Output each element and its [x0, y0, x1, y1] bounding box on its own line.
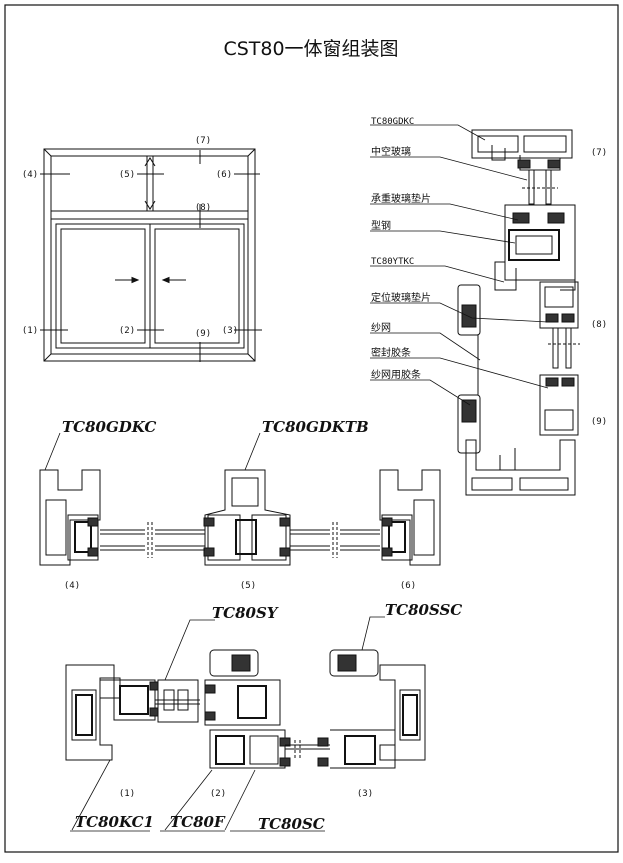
marker-7: (7) — [195, 136, 211, 146]
steel-reinforcement — [508, 229, 560, 261]
label-tc80kc1: TC80KC1 — [75, 813, 154, 831]
callout-steel-profile: 型钢 — [371, 219, 391, 232]
elevation-markers: (4) (5) (6) (7) (8) (1) (2) (3) (9) — [22, 136, 238, 339]
label-tc80f: TC80F — [170, 813, 226, 831]
callout-positioning-glass-shim: 定位玻璃垫片 — [371, 291, 431, 304]
section-marker-4: (4) — [64, 581, 80, 591]
marker-6: (6) — [216, 170, 232, 180]
sill-frame-profile — [465, 439, 576, 496]
window-elevation — [40, 148, 262, 362]
head-frame-profile — [471, 129, 573, 159]
top-section-labels: TC80GDKC TC80GDKTB (4) (5) (6) — [62, 418, 416, 591]
label-tc80gdktb: TC80GDKTB — [262, 418, 369, 436]
sash-top-profile — [539, 281, 579, 329]
callout-tc80ytkc: TC80YTKC — [371, 257, 414, 267]
transom — [50, 210, 249, 220]
label-tc80gdkc: TC80GDKC — [62, 418, 156, 436]
section-marker-2: (2) — [210, 789, 226, 799]
callout-sealing-strip: 密封胶条 — [371, 346, 411, 359]
section-marker-5: (5) — [240, 581, 256, 591]
marker-2: (2) — [119, 326, 135, 336]
label-tc80ssc: TC80SSC — [385, 601, 462, 619]
screen-sash-lower — [457, 394, 481, 454]
sash-interlock-profile — [204, 679, 281, 726]
section-marker-7: (7) — [591, 148, 607, 158]
sliding-sash-left — [55, 223, 151, 349]
screen-sash-upper — [457, 284, 481, 336]
section-marker-3: (3) — [357, 789, 373, 799]
section-marker-9: (9) — [591, 417, 607, 427]
mullion-profile — [204, 469, 291, 566]
sliding-sash-right — [149, 223, 245, 349]
frame-profile-left — [65, 664, 115, 761]
vertical-section-leaders — [370, 124, 549, 406]
frame-profile-right — [379, 664, 426, 761]
jamb-profile-left — [39, 469, 101, 566]
marker-9: (9) — [195, 329, 211, 339]
interlock-top — [209, 649, 259, 677]
callout-screen-mesh: 纱网 — [371, 322, 391, 334]
jamb-profile-right — [379, 469, 441, 566]
section-marker-8: (8) — [591, 320, 607, 330]
label-tc80sc: TC80SC — [258, 815, 325, 833]
marker-4: (4) — [22, 170, 38, 180]
marker-1: (1) — [22, 326, 38, 336]
marker-8: (8) — [195, 203, 211, 213]
callout-load-bearing-glass-shim: 承重玻璃垫片 — [371, 192, 431, 205]
vertical-section-drawing — [457, 129, 580, 496]
section-marker-6: (6) — [400, 581, 416, 591]
transom-profile — [504, 204, 576, 281]
callout-screen-gasket: 纱网用胶条 — [371, 368, 421, 381]
bottom-horizontal-section — [65, 616, 426, 832]
section-marker-1: (1) — [119, 789, 135, 799]
marker-5: (5) — [119, 170, 135, 180]
drawing-title: CST80一体窗组装图 — [223, 38, 398, 60]
bottom-section-labels: TC80SY TC80SSC TC80KC1 TC80F TC80SC (1) … — [75, 601, 462, 833]
callout-insulated-glass: 中空玻璃 — [371, 145, 411, 158]
vertical-section-callouts: TC80GDKC 中空玻璃 承重玻璃垫片 型钢 TC80YTKC 定位玻璃垫片 … — [371, 117, 607, 427]
marker-3: (3) — [222, 326, 238, 336]
callout-tc80gdkc: TC80GDKC — [371, 117, 414, 127]
sheet-border — [4, 4, 619, 853]
label-tc80sy: TC80SY — [212, 604, 279, 622]
sash-bottom-profile — [539, 374, 579, 436]
top-horizontal-section — [39, 432, 441, 566]
outer-frame — [43, 148, 256, 362]
